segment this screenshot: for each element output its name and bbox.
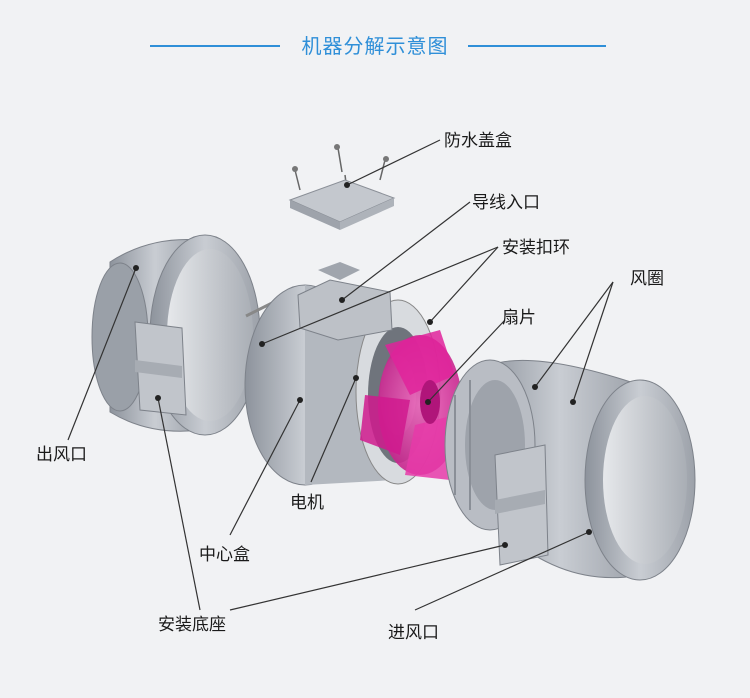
leader-lines (67, 139, 614, 611)
label-wind-ring: 风圈 (630, 269, 664, 289)
label-center-box: 中心盒 (199, 545, 250, 565)
mount-bracket-right (494, 444, 549, 566)
leader-dots (133, 182, 592, 548)
label-outlet: 出风口 (36, 445, 87, 465)
label-inlet: 进风口 (388, 623, 439, 643)
title-line-left (150, 45, 280, 47)
diagram-title: 机器分解示意图 (301, 34, 449, 58)
inlet-ring-part (444, 359, 696, 581)
label-wire-entry: 导线入口 (472, 193, 540, 213)
label-fan-blade: 扇片 (502, 308, 536, 328)
label-clip-ring: 安装扣环 (502, 238, 570, 258)
mount-bracket-left (134, 321, 187, 416)
title-line-right (468, 45, 606, 47)
label-motor: 电机 (290, 493, 324, 513)
label-cover: 防水盖盒 (444, 131, 512, 151)
label-mount-base: 安装底座 (158, 615, 226, 635)
cover-box-part (288, 144, 396, 230)
fan-blade-part (360, 330, 462, 480)
